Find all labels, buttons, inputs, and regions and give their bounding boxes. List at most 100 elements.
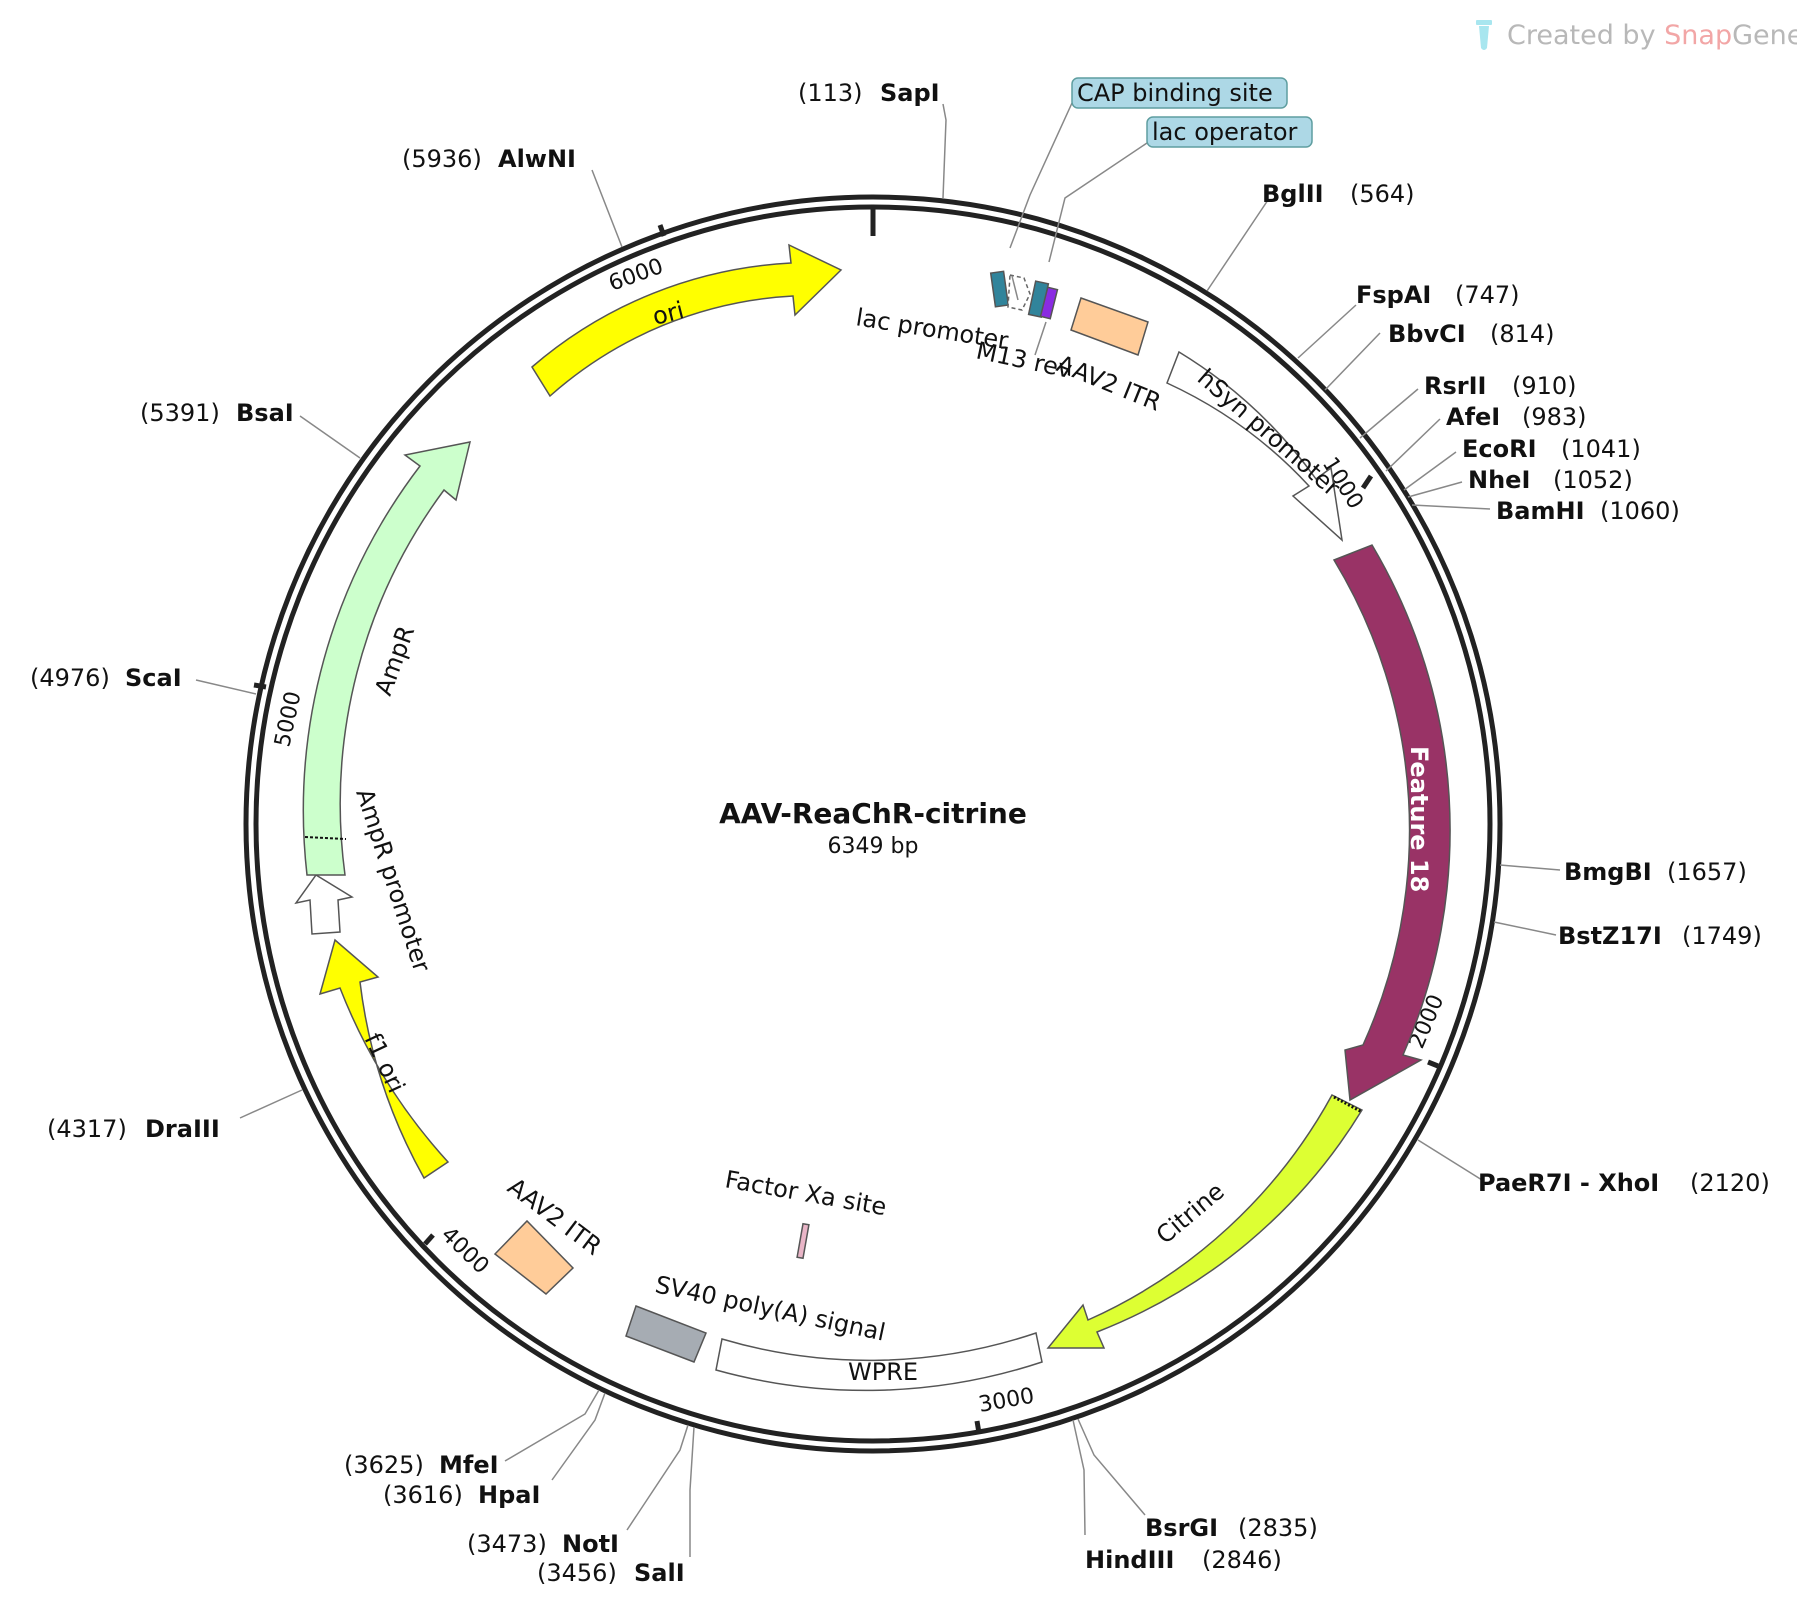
site-pos: (3473) <box>467 1530 547 1558</box>
site-bstz17i: BstZ17I (1749) <box>1558 922 1762 950</box>
leader-sali <box>689 1426 695 1557</box>
site-pos: (2120) <box>1690 1169 1770 1197</box>
site-name: RsrII <box>1424 372 1486 400</box>
site-name: BbvCI <box>1388 320 1466 348</box>
site-name: BsrGI <box>1145 1514 1218 1542</box>
leader-bbvci <box>1324 332 1381 391</box>
leader-rsrii <box>1359 388 1419 439</box>
site-alwni: (5936) AlwNI <box>402 145 576 173</box>
label-ampr-promoter: AmpR promoter <box>350 785 436 975</box>
site-pos: (2846) <box>1202 1546 1282 1574</box>
watermark-text: Created by SnapGene <box>1507 18 1797 54</box>
leader-sapi <box>942 103 947 199</box>
site-name: BsaI <box>236 399 294 427</box>
plasmid-size: 6349 bp <box>828 834 919 859</box>
watermark-brand-snap: Snap <box>1664 20 1733 51</box>
site-hpai: (3616) HpaI <box>383 1481 540 1509</box>
feature-ampr-seam <box>304 836 347 840</box>
watermark-brand-gene: Gene <box>1732 20 1797 51</box>
site-name: NheI <box>1468 466 1530 494</box>
site-pos: (564) <box>1350 180 1415 208</box>
feature-sv40 <box>625 1305 707 1363</box>
site-nhei: NheI (1052) <box>1468 466 1633 494</box>
cap-binding-box <box>1071 77 1288 109</box>
site-name: PaeR7I - XhoI <box>1478 1169 1659 1197</box>
site-pos: (814) <box>1490 320 1555 348</box>
site-pos: (1749) <box>1682 922 1762 950</box>
label-aav2-itr-top: AAV2 ITR <box>1053 350 1165 417</box>
feature-f1-ori <box>318 938 450 1180</box>
site-rsrii: RsrII (910) <box>1424 372 1577 400</box>
feature-lac-operator-box <box>1039 286 1059 320</box>
label-ori: ori <box>650 296 687 331</box>
feature-aav2-itr-bottom <box>493 1219 575 1295</box>
site-pos: (2835) <box>1238 1514 1318 1542</box>
leader-xhoi <box>1417 1139 1483 1181</box>
leader-ecori <box>1403 451 1457 491</box>
leader-bglii <box>1206 199 1269 292</box>
feature-ampr-promoter <box>294 873 354 935</box>
site-sapi: (113) SapI <box>798 79 940 107</box>
lac-promoter-leader <box>1011 275 1019 301</box>
site-name: SapI <box>880 79 940 107</box>
cap-leader <box>1009 102 1073 249</box>
feature-factor-xa <box>796 1222 810 1260</box>
site-pos: (113) <box>798 79 863 107</box>
watermark-prefix: Created by <box>1507 20 1656 51</box>
leader-bamhi <box>1411 504 1491 510</box>
site-pos: (1657) <box>1667 858 1747 886</box>
tick-label-6000: 6000 <box>606 254 667 297</box>
label-wpre: WPRE <box>848 1358 918 1386</box>
site-pos: (4976) <box>30 664 110 692</box>
features <box>294 243 1451 1392</box>
leader-noti <box>626 1424 689 1531</box>
leader-bmgbi <box>1499 864 1561 871</box>
site-name: BamHI <box>1496 497 1585 525</box>
site-name: FspAI <box>1356 281 1431 309</box>
tick-mark-1000 <box>1360 474 1374 490</box>
label-cap-binding: CAP binding site <box>1077 79 1273 107</box>
site-bmgbi: BmgBI (1657) <box>1564 858 1747 886</box>
site-hindiii: HindIII (2846) <box>1085 1546 1282 1574</box>
tube-icon <box>1476 20 1492 50</box>
feature-ampr <box>302 441 472 876</box>
site-sali: (3456) SalI <box>537 1559 685 1587</box>
site-pos: (3616) <box>383 1481 463 1509</box>
label-f1-ori: f1 ori <box>359 1029 411 1098</box>
site-draiii: (4317) DraIII <box>47 1115 220 1143</box>
feature-citrine <box>1046 1094 1364 1349</box>
leader-nhei <box>1407 481 1463 498</box>
m13-leader <box>1034 321 1047 356</box>
feature-citrine-seam <box>1333 1095 1363 1114</box>
site-pos: (1052) <box>1553 466 1633 494</box>
leader-hindiii <box>1072 1419 1086 1536</box>
site-afei: AfeI (983) <box>1446 403 1587 431</box>
center-title: AAV-ReaChR-citrine 6349 bp <box>719 797 1027 859</box>
site-name: AlwNI <box>498 145 576 173</box>
lac-operator-box <box>1146 116 1313 148</box>
site-name: MfeI <box>439 1451 499 1479</box>
leader-bsrgi <box>1077 1418 1146 1516</box>
feature-wpre <box>715 1332 1043 1392</box>
label-factor-xa: Factor Xa site <box>723 1165 889 1221</box>
leader-bstz17i <box>1493 921 1557 936</box>
label-lac-operator: lac operator <box>1152 118 1298 146</box>
site-pos: (747) <box>1455 281 1520 309</box>
leader-scai <box>195 679 257 695</box>
site-pos: (4317) <box>47 1115 127 1143</box>
site-bsai: (5391) BsaI <box>140 399 294 427</box>
site-pos: (3625) <box>344 1451 424 1479</box>
tick-mark-2000 <box>1427 1059 1439 1069</box>
label-feature18: Feature 18 <box>1405 746 1433 892</box>
site-pos: (910) <box>1512 372 1577 400</box>
site-bbvci: BbvCI (814) <box>1388 320 1555 348</box>
tick-mark-3000 <box>974 1420 982 1434</box>
leader-draiii <box>239 1089 303 1119</box>
site-name: AfeI <box>1446 403 1500 431</box>
leader-hpai <box>551 1392 606 1481</box>
label-ampr: AmpR <box>369 622 420 699</box>
snapgene-watermark: Created by SnapGene <box>1462 18 1797 58</box>
site-fspai: FspAI (747) <box>1356 281 1520 309</box>
site-scai: (4976) ScaI <box>30 664 182 692</box>
